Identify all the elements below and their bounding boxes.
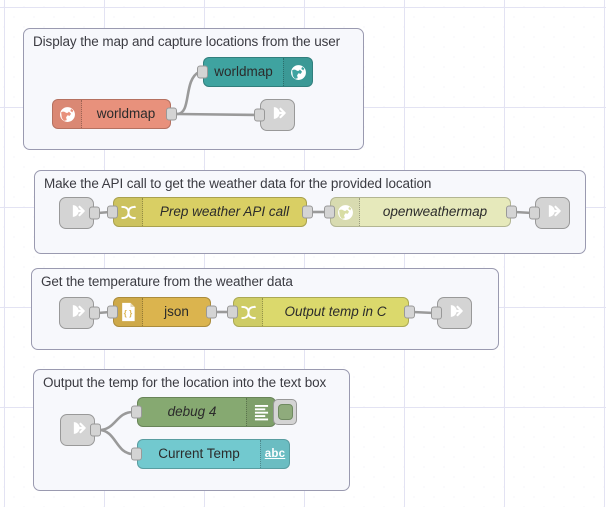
debug-lines-icon [246, 398, 275, 426]
abc-glyph: abc [264, 448, 286, 460]
link-in-icon [67, 201, 87, 226]
node-worldmap-out[interactable]: worldmap [197, 57, 313, 87]
node-link-in-4[interactable] [60, 414, 101, 446]
globe-icon [283, 58, 312, 86]
node-json[interactable]: { } json [107, 297, 217, 327]
link-out-icon [445, 301, 465, 326]
node-output-port[interactable] [89, 206, 100, 220]
node-output-port[interactable] [89, 306, 100, 320]
node-input-port[interactable] [131, 405, 142, 419]
node-label: Output temp in C [284, 304, 387, 319]
node-output-port[interactable] [302, 205, 313, 219]
node-worldmap-in[interactable]: worldmap [52, 99, 177, 129]
node-debug-4[interactable]: debug 4 [131, 397, 297, 427]
node-input-port[interactable] [131, 447, 142, 461]
node-link-out-2[interactable] [529, 197, 570, 229]
node-label: Prep weather API call [159, 204, 290, 219]
link-in-icon [67, 301, 87, 326]
node-input-port[interactable] [254, 108, 265, 122]
debug-enable-toggle[interactable] [273, 399, 297, 425]
function-icon [114, 198, 143, 226]
link-in-icon [68, 418, 88, 443]
group-title: Get the temperature from the weather dat… [41, 274, 293, 289]
node-link-in-3[interactable] [59, 297, 100, 329]
node-label: Current Temp [158, 446, 240, 461]
node-input-port[interactable] [324, 205, 335, 219]
json-braces-icon: { } [114, 298, 143, 326]
group-title: Output the temp for the location into th… [43, 375, 327, 390]
node-openweathermap[interactable]: openweathermap [324, 197, 517, 227]
node-input-port[interactable] [529, 206, 540, 220]
group-title: Make the API call to get the weather dat… [44, 176, 432, 191]
node-link-out-3[interactable] [431, 297, 472, 329]
link-out-icon [543, 201, 563, 226]
node-output-port[interactable] [506, 205, 517, 219]
node-output-port[interactable] [404, 305, 415, 319]
node-label: openweathermap [382, 204, 488, 219]
node-prep-weather-api-call[interactable]: Prep weather API call [107, 197, 313, 227]
node-input-port[interactable] [227, 305, 238, 319]
node-label: worldmap [96, 106, 156, 121]
node-current-temp[interactable]: Current Temp abc [131, 439, 290, 469]
node-output-port[interactable] [90, 423, 101, 437]
node-label: debug 4 [167, 404, 217, 419]
node-input-port[interactable] [107, 205, 118, 219]
abc-text-icon: abc [260, 440, 289, 468]
node-output-temp-in-c[interactable]: Output temp in C [227, 297, 415, 327]
node-label: worldmap [214, 64, 273, 79]
link-out-icon [268, 103, 288, 128]
globe-icon [331, 198, 360, 226]
node-label: json [164, 304, 189, 319]
node-input-port[interactable] [431, 306, 442, 320]
group-display-map[interactable]: Display the map and capture locations fr… [23, 28, 364, 150]
node-link-out-1[interactable] [254, 99, 295, 131]
debug-status-led [277, 404, 293, 420]
node-link-in-2[interactable] [59, 197, 100, 229]
node-input-port[interactable] [107, 305, 118, 319]
globe-icon [53, 100, 82, 128]
function-icon [234, 298, 263, 326]
node-input-port[interactable] [197, 65, 208, 79]
group-title: Display the map and capture locations fr… [33, 34, 341, 49]
node-output-port[interactable] [206, 305, 217, 319]
svg-text:{ }: { } [124, 309, 132, 318]
node-output-port[interactable] [166, 107, 177, 121]
